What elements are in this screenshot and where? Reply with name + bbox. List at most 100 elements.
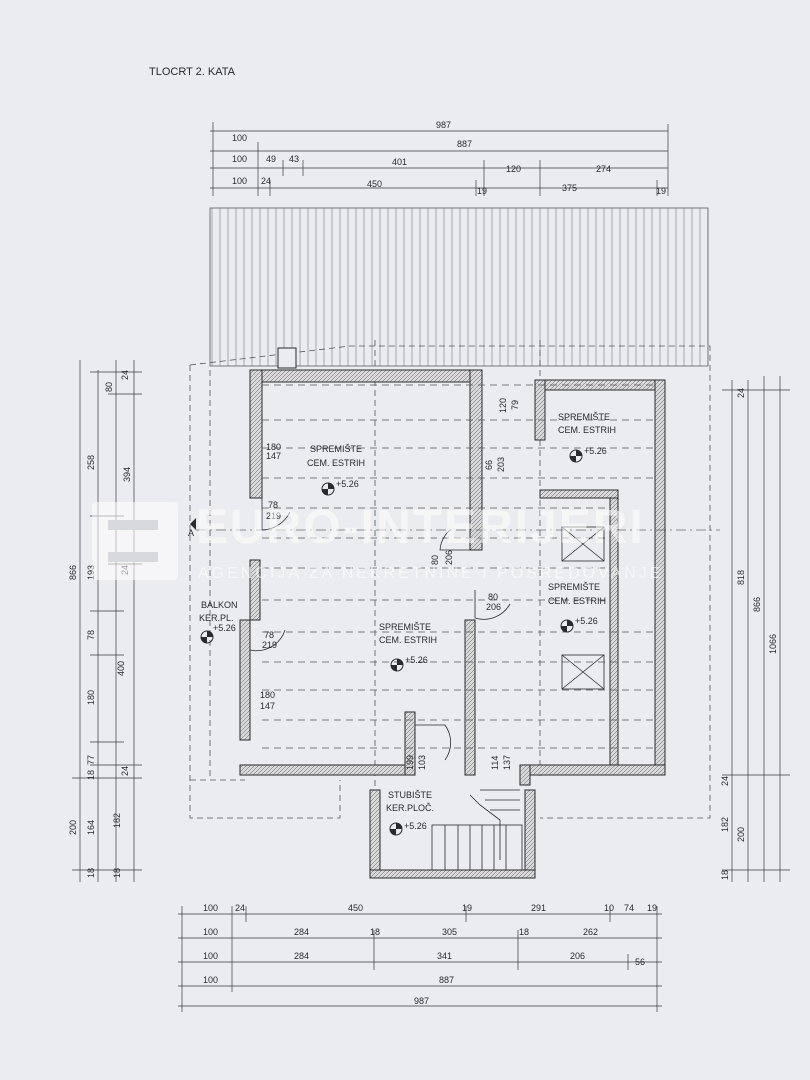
room-name: SPREMIŠTE bbox=[310, 444, 362, 454]
room-finish: KER.PLOČ. bbox=[386, 803, 434, 813]
section-label: A bbox=[188, 528, 194, 538]
dim-label: 258 bbox=[86, 455, 96, 470]
dim-label: 24 bbox=[736, 388, 746, 398]
dim-label: 18 bbox=[370, 927, 380, 937]
opening-dim: 78 bbox=[264, 630, 274, 640]
opening-dim: 219 bbox=[262, 640, 277, 650]
room-finish: CEM. ESTRIH bbox=[548, 596, 606, 606]
room-level: +5.26 bbox=[584, 446, 607, 456]
dim-label: 19 bbox=[656, 186, 666, 196]
dim-label: 401 bbox=[392, 157, 407, 167]
dim-label: 818 bbox=[736, 570, 746, 585]
dim-label: 10 bbox=[604, 903, 614, 913]
opening-dim: 80 bbox=[488, 592, 498, 602]
opening-dim: 103 bbox=[417, 755, 427, 770]
dim-label: 120 bbox=[506, 164, 521, 174]
dim-label: 450 bbox=[348, 903, 363, 913]
opening-dim: 147 bbox=[260, 701, 275, 711]
room-storage-1: SPREMIŠTE CEM. ESTRIH +5.26 bbox=[307, 444, 365, 496]
opening-dim: 78 bbox=[268, 500, 278, 510]
room-storage-2: SPREMIŠTE CEM. ESTRIH +5.26 bbox=[558, 412, 616, 463]
dim-label: 74 bbox=[624, 903, 634, 913]
room-name: STUBIŠTE bbox=[388, 790, 432, 800]
level-marker-icon bbox=[570, 450, 582, 462]
room-storage-3: SPREMIŠTE CEM. ESTRIH +5.26 bbox=[379, 622, 437, 672]
dim-label: 200 bbox=[68, 820, 78, 835]
room-finish: CEM. ESTRIH bbox=[379, 635, 437, 645]
room-name: SPREMIŠTE bbox=[548, 582, 600, 592]
ceiling-beams bbox=[262, 384, 655, 749]
opening-dim: 206 bbox=[486, 602, 501, 612]
dim-label: 193 bbox=[86, 565, 96, 580]
dim-label: 24 bbox=[120, 370, 130, 380]
walls bbox=[239, 347, 666, 879]
dim-label: 78 bbox=[86, 630, 96, 640]
dim-label: 284 bbox=[294, 951, 309, 961]
roof-area bbox=[209, 207, 709, 367]
skylights bbox=[561, 526, 605, 690]
bottom-dimension-labels: 100 24 450 19 291 10 74 19 100 284 18 30… bbox=[203, 903, 657, 1006]
level-marker-icon bbox=[322, 483, 334, 495]
level-marker-icon bbox=[391, 659, 403, 671]
dim-label: 182 bbox=[112, 813, 122, 828]
dim-label: 19 bbox=[477, 186, 487, 196]
level-marker-icon bbox=[390, 823, 402, 835]
dim-label: 450 bbox=[367, 179, 382, 189]
opening-dim: 180 bbox=[260, 690, 275, 700]
dim-label: 100 bbox=[203, 975, 218, 985]
room-level: +5.26 bbox=[405, 655, 428, 665]
dim-label: 18 bbox=[86, 770, 96, 780]
dim-label: 100 bbox=[203, 927, 218, 937]
opening-dim: 219 bbox=[266, 511, 281, 521]
room-finish: CEM. ESTRIH bbox=[558, 425, 616, 435]
dim-label: 987 bbox=[414, 996, 429, 1006]
dim-label: 291 bbox=[531, 903, 546, 913]
dim-label: 24 bbox=[261, 176, 271, 186]
dim-label: 182 bbox=[720, 817, 730, 832]
dim-label: 274 bbox=[596, 164, 611, 174]
dim-label: 100 bbox=[232, 154, 247, 164]
opening-dim: 147 bbox=[266, 451, 281, 461]
dim-label: 180 bbox=[86, 690, 96, 705]
dim-label: 206 bbox=[570, 951, 585, 961]
opening-dim: 66 bbox=[484, 460, 494, 470]
dim-label: 100 bbox=[232, 176, 247, 186]
dim-label: 100 bbox=[203, 903, 218, 913]
opening-dim: 80 bbox=[430, 555, 440, 565]
dim-label: 887 bbox=[439, 975, 454, 985]
left-dimensions bbox=[72, 360, 142, 882]
opening-dimensions: 180 147 78 219 80 206 80 206 78 219 180 … bbox=[260, 398, 520, 770]
dim-label: 164 bbox=[86, 820, 96, 835]
dim-label: 18 bbox=[86, 868, 96, 878]
right-dimension-labels: 24 24 18 818 182 866 200 1066 bbox=[720, 388, 778, 880]
room-balcony: BALKON KER.PL. +5.26 bbox=[199, 600, 238, 644]
level-marker-icon bbox=[561, 620, 573, 632]
dim-label: 24 bbox=[235, 903, 245, 913]
dim-label: 80 bbox=[104, 382, 114, 392]
room-finish: CEM. ESTRIH bbox=[307, 458, 365, 468]
dim-label: 56 bbox=[635, 957, 645, 967]
dim-label: 284 bbox=[294, 927, 309, 937]
dim-label: 100 bbox=[203, 951, 218, 961]
room-finish: KER.PL. bbox=[199, 613, 234, 623]
section-marker: A bbox=[188, 518, 720, 538]
watermark-brand: EURO-INTERIJERI bbox=[196, 501, 645, 554]
dim-label: 262 bbox=[583, 927, 598, 937]
dim-label: 200 bbox=[736, 827, 746, 842]
dim-label: 887 bbox=[457, 139, 472, 149]
dim-label: 341 bbox=[437, 951, 452, 961]
dim-label: 866 bbox=[752, 597, 762, 612]
watermark-logo-icon bbox=[108, 520, 158, 530]
right-dimensions bbox=[722, 376, 790, 882]
staircase bbox=[431, 789, 523, 871]
dim-label: 77 bbox=[86, 755, 96, 765]
dim-label: 866 bbox=[68, 565, 78, 580]
opening-dim: 203 bbox=[496, 457, 506, 472]
dim-label: 305 bbox=[442, 927, 457, 937]
left-dimension-labels: 866 200 258 193 78 180 77 164 18 80 24 3… bbox=[68, 370, 132, 878]
dim-label: 18 bbox=[720, 870, 730, 880]
opening-dim: 79 bbox=[510, 400, 520, 410]
room-name: BALKON bbox=[201, 600, 238, 610]
dim-label: 375 bbox=[562, 183, 577, 193]
top-dimension-labels: 987 100 887 100 49 43 401 120 274 100 24… bbox=[232, 120, 666, 196]
